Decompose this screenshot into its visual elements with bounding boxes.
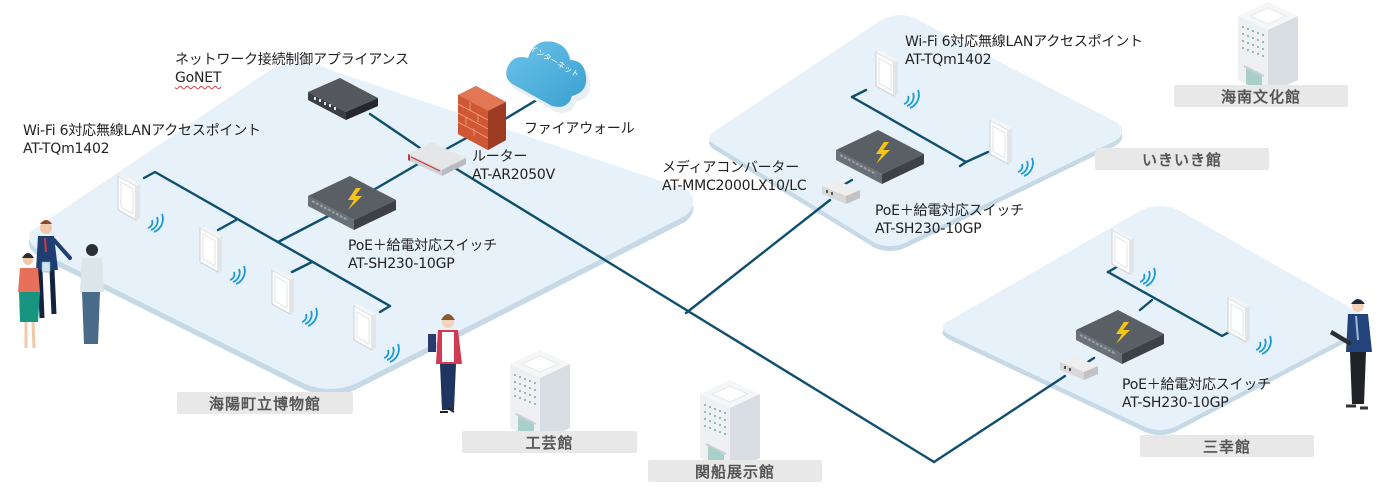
ap-main-model: AT-TQm1402	[23, 141, 110, 157]
building-label-ikiiki: いきいき館	[1095, 148, 1269, 170]
nac-appliance-icon	[308, 78, 378, 120]
switch-ikiiki-label: PoE＋給電対応スイッチ AT-SH230-10GP	[875, 202, 1024, 238]
switch-main-label: PoE＋給電対応スイッチ AT-SH230-10GP	[348, 237, 497, 273]
building-kogei-icon	[509, 349, 571, 443]
firewall-name: ファイアウォール	[524, 121, 635, 137]
building-label-kogei: 工芸館	[462, 431, 637, 453]
building-kainan-icon	[1237, 1, 1299, 95]
ap-main-label: Wi-Fi 6対応無線LANアクセスポイント AT-TQm1402	[23, 122, 261, 158]
switch-main-name: PoE＋給電対応スイッチ	[348, 238, 497, 254]
building-label-kansen: 関船展示館	[648, 460, 822, 482]
router-name: ルーター	[472, 149, 528, 165]
building-label-kaiyo: 海陽町立博物館	[177, 392, 353, 414]
switch-sanko-label: PoE＋給電対応スイッチ AT-SH230-10GP	[1122, 376, 1271, 412]
switch-sanko-model: AT-SH230-10GP	[1122, 395, 1229, 411]
media-converter-ikiiki-icon	[822, 180, 860, 204]
firewall-icon	[457, 86, 506, 150]
nac-model: GoNET	[175, 70, 222, 86]
media-converter-label: メディアコンバーター AT-MMC2000LX10/LC	[662, 159, 807, 195]
firewall-label: ファイアウォール	[524, 120, 635, 138]
media-converter-name: メディアコンバーター	[662, 160, 800, 176]
nac-name: ネットワーク接続制御アプライアンス	[175, 52, 409, 68]
nac-label: ネットワーク接続制御アプライアンス GoNET	[175, 51, 409, 87]
router-model: AT-AR2050V	[472, 167, 556, 183]
cables	[142, 88, 1242, 464]
platform-sanko	[942, 206, 1366, 435]
ap-ikiiki-model: AT-TQm1402	[905, 52, 992, 68]
ap-ikiiki-name: Wi-Fi 6対応無線LANアクセスポイント	[905, 34, 1143, 50]
ap-ikiiki-label: Wi-Fi 6対応無線LANアクセスポイント AT-TQm1402	[905, 33, 1143, 69]
switch-sanko-name: PoE＋給電対応スイッチ	[1122, 377, 1271, 393]
router-icon	[408, 142, 466, 176]
people-group-icon	[18, 220, 104, 349]
media-converter-model: AT-MMC2000LX10/LC	[662, 178, 807, 194]
router-label: ルーター AT-AR2050V	[472, 148, 555, 184]
man-with-laptop-icon	[1330, 299, 1372, 410]
building-kansen-icon	[699, 379, 761, 473]
media-converter-sanko-icon	[1060, 356, 1098, 380]
building-label-kainan: 海南文化館	[1174, 85, 1348, 107]
switch-main-model: AT-SH230-10GP	[348, 256, 455, 272]
building-label-sanko: 三幸館	[1140, 435, 1314, 457]
ap-main-name: Wi-Fi 6対応無線LANアクセスポイント	[23, 123, 261, 139]
switch-ikiiki-name: PoE＋給電対応スイッチ	[875, 203, 1024, 219]
woman-with-book-icon	[428, 314, 462, 413]
internet-cloud-icon: インターネット	[506, 41, 591, 113]
platform-ikiiki	[709, 15, 1123, 251]
switch-ikiiki-model: AT-SH230-10GP	[875, 221, 982, 237]
